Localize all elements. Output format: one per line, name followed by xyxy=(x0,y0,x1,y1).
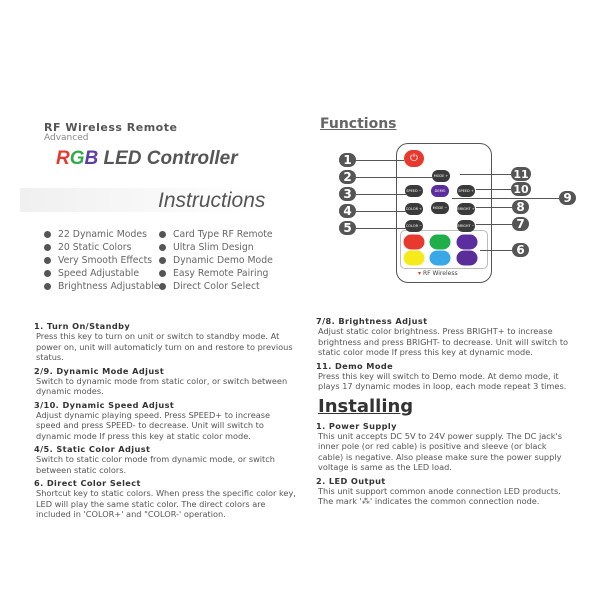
bullet-icon xyxy=(159,270,166,277)
color-key-green xyxy=(429,234,451,250)
feature-item: Brightness Adjustable xyxy=(44,280,159,293)
bullet-icon xyxy=(44,244,51,251)
title-r: R xyxy=(56,148,70,169)
callout-line xyxy=(356,228,406,229)
callout-line xyxy=(460,174,511,175)
feature-list-left: 22 Dynamic Modes 20 Static Colors Very S… xyxy=(44,228,159,293)
color-key-purple xyxy=(456,234,478,250)
power-icon: ⏻ xyxy=(404,150,424,167)
mode-minus-key: MODE − xyxy=(431,202,449,214)
callout-11: 11 xyxy=(511,167,531,181)
feature-item: Direct Color Select xyxy=(159,280,273,293)
callout-line xyxy=(480,250,512,251)
callout-line xyxy=(356,194,406,195)
installing-heading: Installing xyxy=(318,395,414,417)
title-b: B xyxy=(84,148,99,169)
bullet-icon xyxy=(44,270,51,277)
remote-label: ▾ RF Wireless xyxy=(418,270,458,277)
callout-line xyxy=(356,211,406,212)
color-key-yellow xyxy=(403,250,425,266)
callout-3: 3 xyxy=(339,187,356,201)
callout-line xyxy=(356,177,432,178)
color-plus-key: COLOR + xyxy=(405,203,423,215)
remote-diagram xyxy=(396,143,492,283)
title-g: G xyxy=(69,148,85,169)
feature-item: Ultra Slim Design xyxy=(159,241,273,254)
speed-minus-key: SPEED − xyxy=(405,185,423,197)
instructions-heading: Instructions xyxy=(158,189,266,212)
callout-8: 8 xyxy=(512,200,529,214)
color-key-violet xyxy=(456,250,478,266)
speed-plus-key: SPEED + xyxy=(457,185,475,197)
callout-9: 9 xyxy=(559,191,576,205)
callout-line xyxy=(476,189,511,190)
callout-2: 2 xyxy=(339,170,356,184)
callout-1: 1 xyxy=(339,153,356,167)
subtitle: RF Wireless Remote xyxy=(44,121,178,134)
feature-item: Speed Adjustable xyxy=(44,267,159,280)
callout-10: 10 xyxy=(511,182,531,196)
callout-6: 6 xyxy=(512,243,529,257)
instructions-banner xyxy=(20,188,270,212)
bright-plus-key: BRIGHT + xyxy=(457,203,475,215)
callout-line xyxy=(452,198,559,199)
mode-plus-key: MODE + xyxy=(432,170,450,182)
bullet-icon xyxy=(159,244,166,251)
color-key-red xyxy=(403,234,425,250)
color-key-area xyxy=(400,230,488,269)
bright-minus-key: BRIGHT − xyxy=(457,220,475,232)
bullet-icon xyxy=(44,257,51,264)
bullet-icon xyxy=(159,231,166,238)
product-title: RGB LED Controller xyxy=(56,148,238,170)
callout-7: 7 xyxy=(512,217,529,231)
feature-item: 20 Static Colors xyxy=(44,241,159,254)
bullet-icon xyxy=(159,257,166,264)
bullet-icon xyxy=(44,283,51,290)
callout-4: 4 xyxy=(339,204,356,218)
bullet-icon xyxy=(159,283,166,290)
feature-item: Card Type RF Remote xyxy=(159,228,273,241)
callout-line xyxy=(476,207,512,208)
feature-item: Dynamic Demo Mode xyxy=(159,254,273,267)
edition: Advanced xyxy=(44,133,89,143)
callout-line xyxy=(476,224,512,225)
wireless-icon: ▾ xyxy=(418,270,422,277)
feature-item: Very Smooth Effects xyxy=(44,254,159,267)
feature-item: Easy Remote Pairing xyxy=(159,267,273,280)
functions-heading: Functions xyxy=(320,116,397,132)
title-rest: LED Controller xyxy=(103,148,238,169)
demo-key: DEMO xyxy=(431,185,449,197)
feature-item: 22 Dynamic Modes xyxy=(44,228,159,241)
bullet-icon xyxy=(44,231,51,238)
feature-list-right: Card Type RF Remote Ultra Slim Design Dy… xyxy=(159,228,273,293)
color-key-blue xyxy=(429,250,451,266)
callout-line xyxy=(356,160,404,161)
callout-5: 5 xyxy=(339,221,356,235)
color-minus-key: COLOR − xyxy=(405,220,423,232)
